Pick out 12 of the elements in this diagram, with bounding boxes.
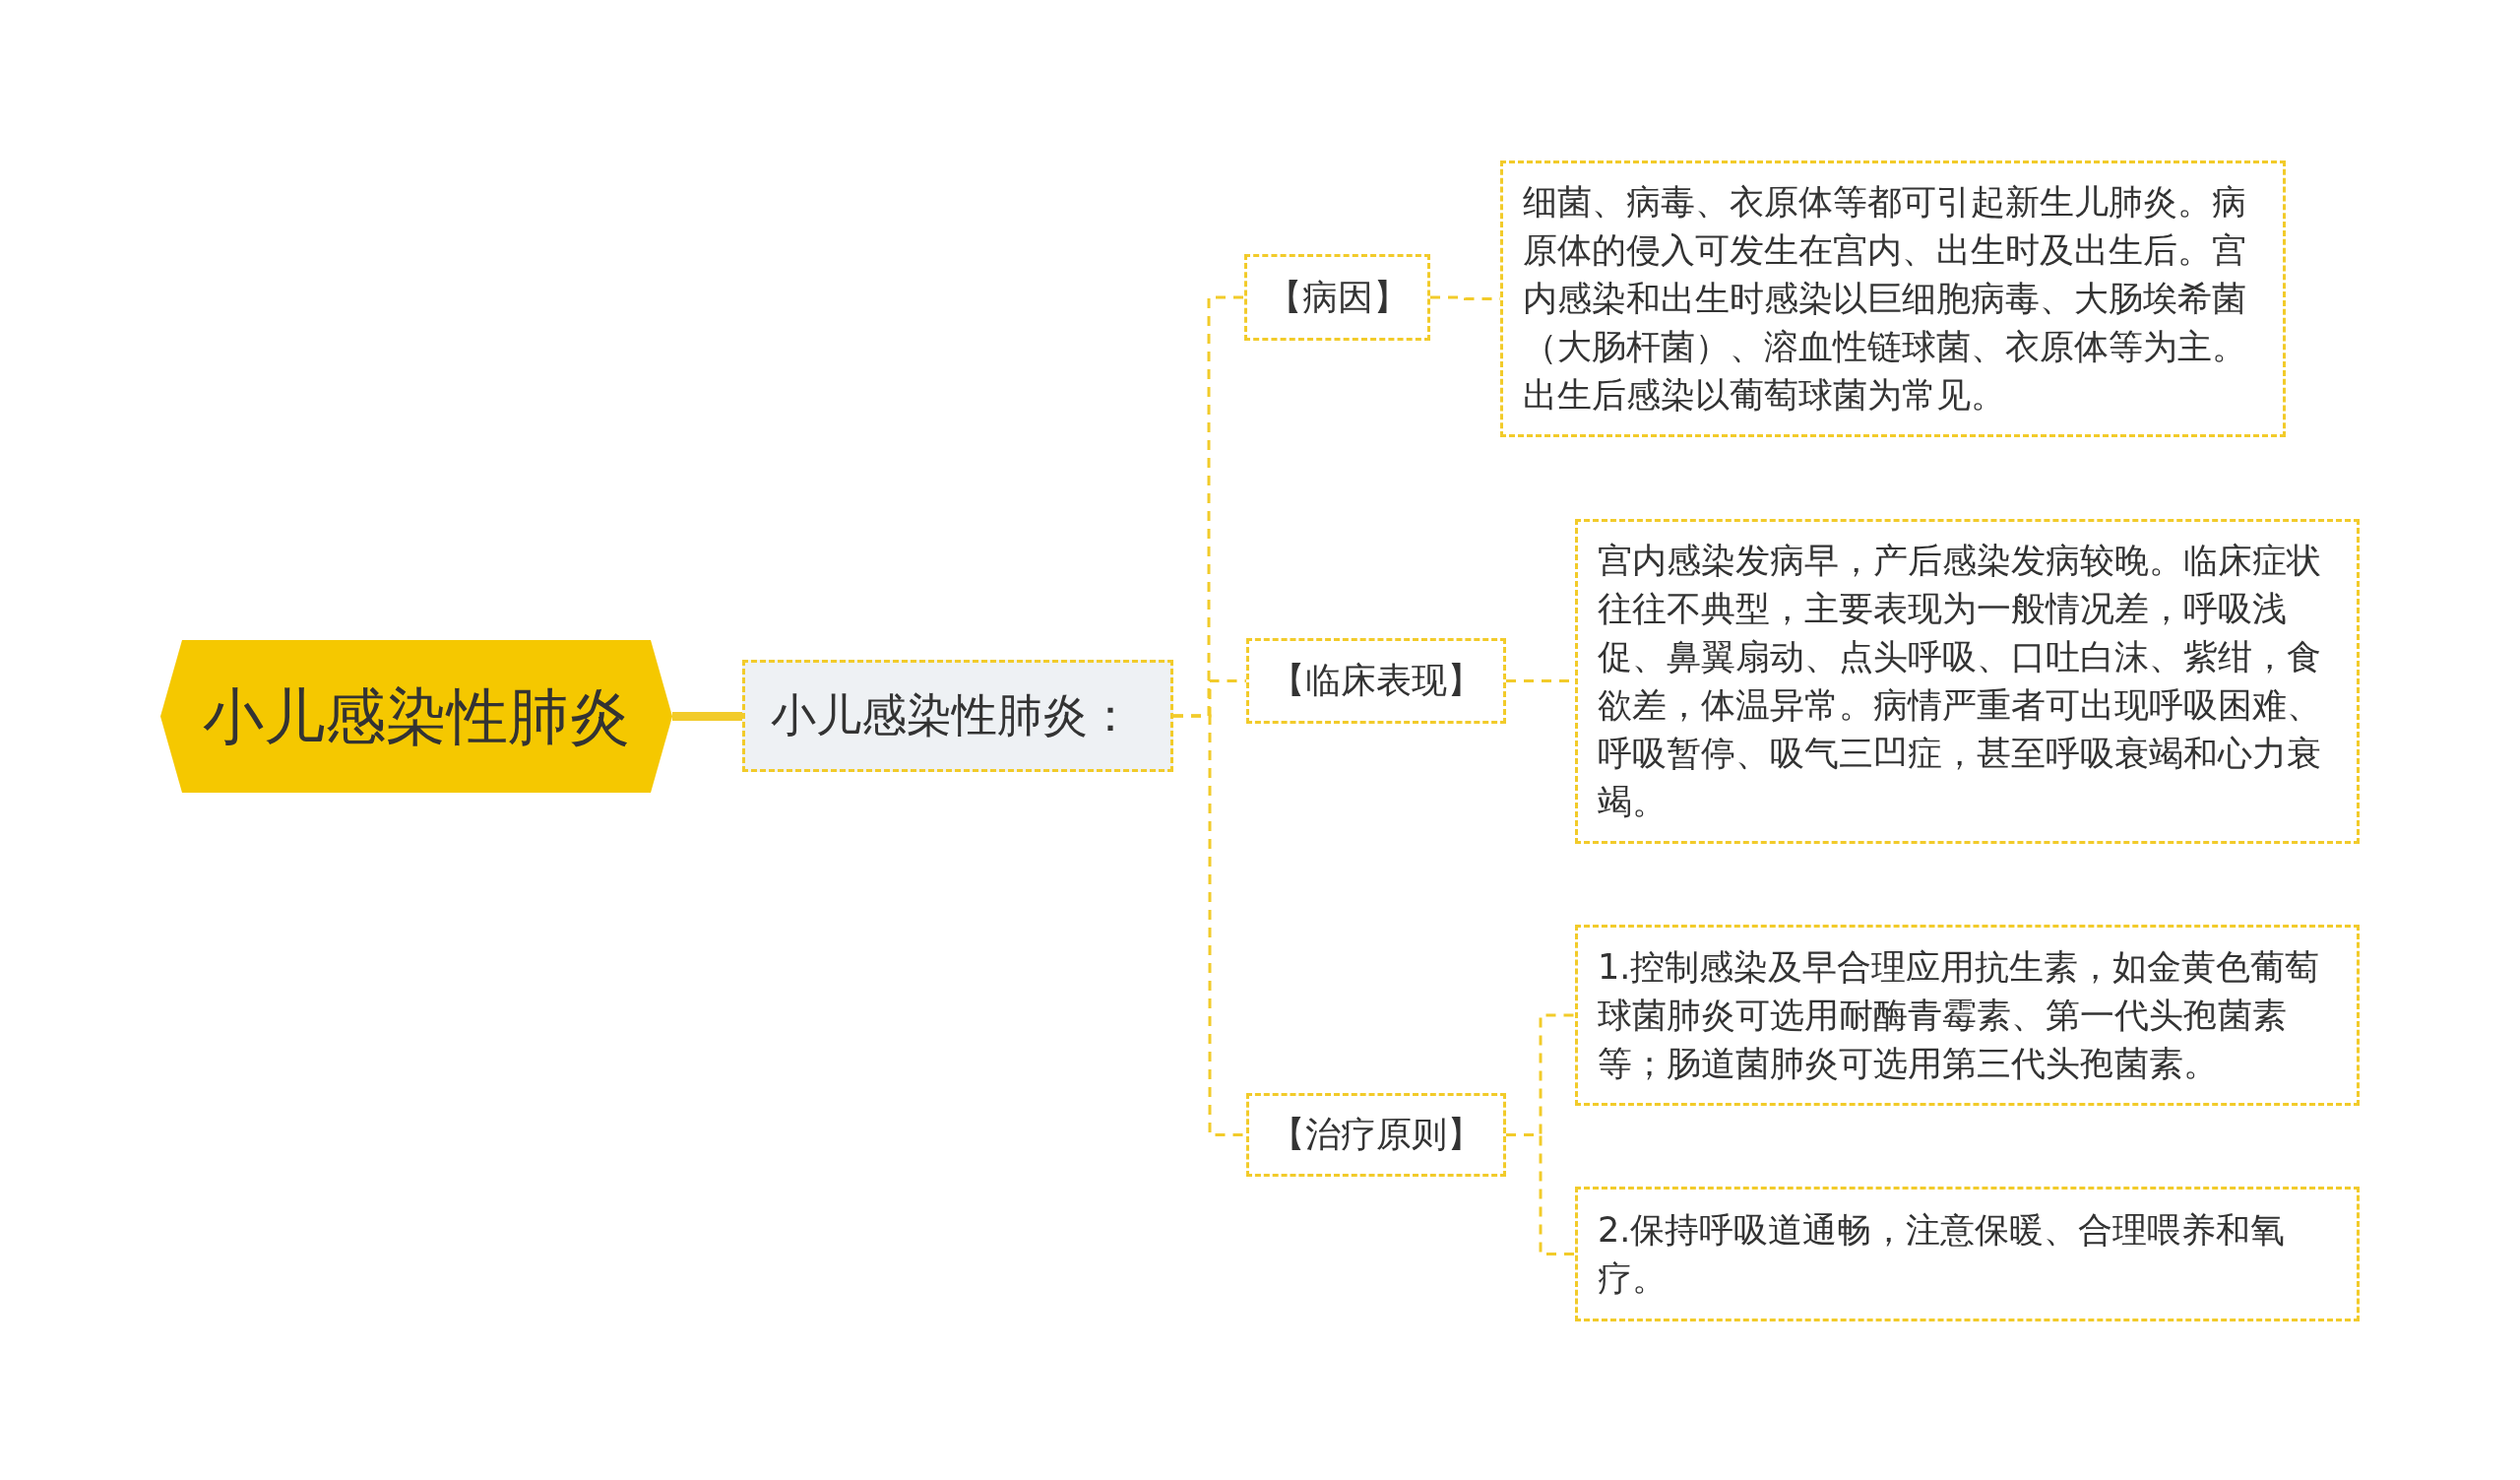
heading-box: 【治疗原则】: [1246, 1093, 1506, 1177]
heading-box: 【临床表现】: [1246, 638, 1506, 724]
text-box: 细菌、病毒、衣原体等都可引起新生儿肺炎。病原体的侵入可发生在宫内、出生时及出生后。宫内感染和出生时感染以巨细胞病毒、大肠埃希菌（大肠杆菌）、溶血性链球菌、衣原体等为主。出生后感染以葡萄球菌为常见。: [1500, 161, 2286, 437]
connector-line: [1173, 714, 1246, 1136]
topic-box: 小儿感染性肺炎：: [742, 660, 1173, 772]
connector-line: [672, 712, 742, 721]
connector-line: [1506, 1133, 1575, 1255]
root-topic-hexagon: 小儿感染性肺炎: [160, 640, 672, 793]
text-box: 宫内感染发病早，产后感染发病较晚。临床症状往往不典型，主要表现为一般情况差，呼吸浅促、鼻翼扇动、点头呼吸、口吐白沫、紫绀，食欲差，体温异常。病情严重者可出现呼吸困难、呼吸暂停、吸气三凹症，甚至呼吸衰竭和心力衰竭。: [1575, 519, 2360, 844]
text-box: 2.保持呼吸道通畅，注意保暖、合理喂养和氧疗。: [1575, 1187, 2360, 1321]
heading-box: 【病因】: [1244, 254, 1430, 341]
text-box: 1.控制感染及早合理应用抗生素，如金黄色葡萄球菌肺炎可选用耐酶青霉素、第一代头孢菌素等；肠道菌肺炎可选用第三代头孢菌素。: [1575, 925, 2360, 1106]
